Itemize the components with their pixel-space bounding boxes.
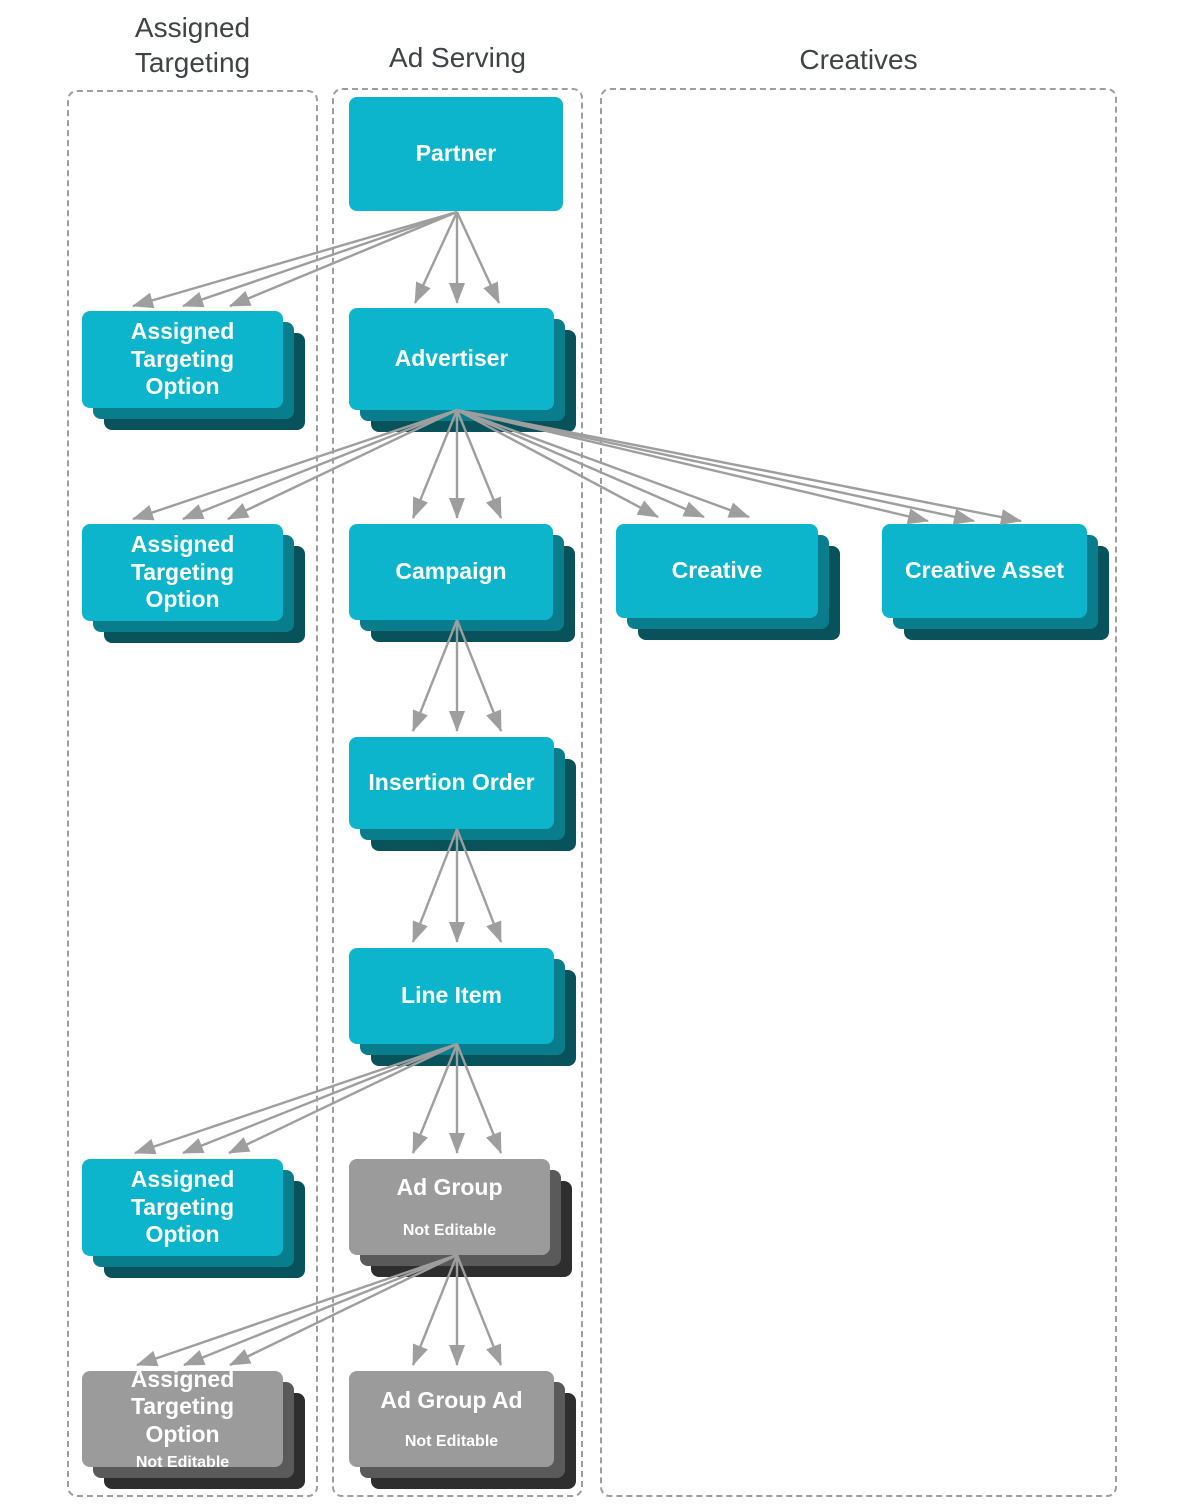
node-assigned-targeting-option-4-sublabel: Not Editable — [135, 1454, 230, 1472]
column-title-ad-serving: Ad Serving — [389, 42, 526, 73]
node-creative-label: Creative — [671, 557, 763, 584]
node-assigned-targeting-option-2-label: Assigned Targeting Option — [130, 531, 235, 613]
node-line-item: Line Item — [349, 948, 554, 1044]
node-assigned-targeting-option-4-label: Assigned Targeting Option — [130, 1365, 235, 1447]
node-assigned-targeting-option-3: Assigned Targeting Option — [82, 1159, 283, 1256]
node-campaign: Campaign — [349, 524, 553, 620]
node-assigned-targeting-option-1: Assigned Targeting Option — [82, 311, 283, 408]
column-title-assigned-targeting: Assigned Targeting — [134, 12, 251, 78]
node-partner: Partner — [349, 97, 563, 211]
node-campaign-label: Campaign — [395, 558, 507, 585]
node-assigned-targeting-option-4: Assigned Targeting Option Not Editable — [82, 1366, 283, 1471]
node-ad-group-ad: Ad Group Ad Not Editable — [349, 1371, 554, 1467]
column-creatives — [600, 88, 1117, 1497]
node-advertiser: Advertiser — [349, 308, 554, 410]
node-creative: Creative — [616, 524, 818, 618]
node-assigned-targeting-option-1-label: Assigned Targeting Option — [130, 318, 235, 400]
node-line-item-label: Line Item — [401, 982, 502, 1009]
node-ad-group: Ad Group Not Editable — [349, 1159, 550, 1255]
column-assigned-targeting — [67, 90, 318, 1497]
node-ad-group-label: Ad Group — [396, 1174, 503, 1201]
node-advertiser-label: Advertiser — [394, 345, 509, 372]
node-creative-asset: Creative Asset — [882, 524, 1087, 618]
node-ad-group-sublabel: Not Editable — [402, 1221, 497, 1239]
column-title-creatives: Creatives — [799, 44, 918, 75]
node-assigned-targeting-option-3-label: Assigned Targeting Option — [130, 1166, 235, 1248]
node-insertion-order: Insertion Order — [349, 737, 554, 829]
node-assigned-targeting-option-2: Assigned Targeting Option — [82, 524, 283, 621]
column-ad-serving — [332, 88, 583, 1497]
node-insertion-order-label: Insertion Order — [368, 769, 535, 796]
node-ad-group-ad-sublabel: Not Editable — [404, 1432, 499, 1450]
node-creative-asset-label: Creative Asset — [905, 557, 1064, 584]
node-partner-label: Partner — [415, 140, 497, 167]
node-ad-group-ad-label: Ad Group Ad — [380, 1387, 523, 1414]
